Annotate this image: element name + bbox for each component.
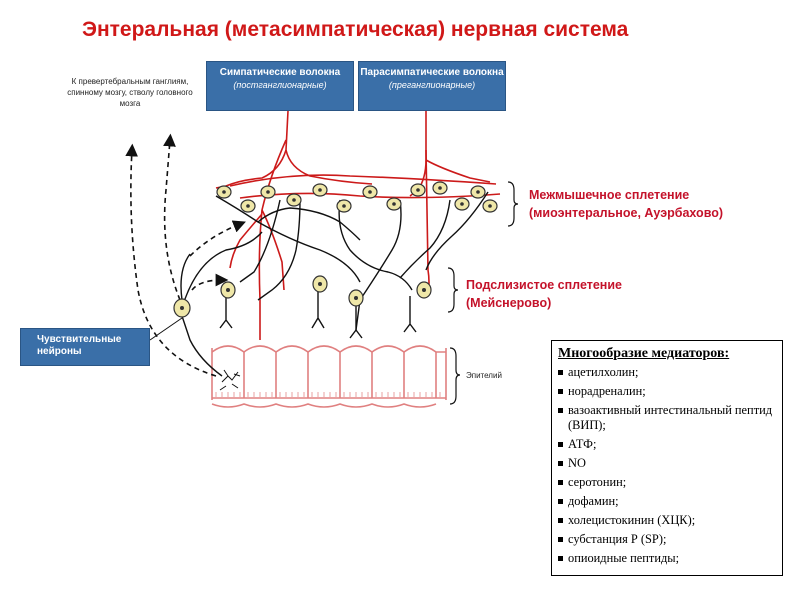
myenteric-plexus-line2: (миоэнтеральное, Ауэрбахово) bbox=[529, 206, 724, 220]
mediator-item: холецистокинин (ХЦК); bbox=[558, 513, 776, 528]
sympathetic-fibers-title: Симпатические волокна bbox=[219, 67, 341, 78]
epithelium-label: Эпителий bbox=[466, 371, 502, 380]
afferent-path-outer bbox=[125, 143, 217, 377]
parasympathetic-fibers-box: Парасимпатические волокна (преганглионар… bbox=[358, 61, 506, 111]
mediator-item: ацетилхолин; bbox=[558, 365, 776, 380]
mediators-title: Многообразие медиаторов: bbox=[558, 346, 730, 361]
mediator-item: NO bbox=[558, 456, 776, 471]
sensory-neurons-box: Чувствительные нейроны bbox=[20, 328, 150, 366]
parasympathetic-fibers-subtitle: (преганглионарные) bbox=[388, 80, 476, 90]
submucosal-nuclei bbox=[180, 282, 426, 310]
afferent-target-note: К превертебральным ганглиям, спинному мо… bbox=[67, 77, 193, 108]
mediator-item: АТФ; bbox=[558, 437, 776, 452]
mediators-list: ацетилхолин; норадреналин; вазоактивный … bbox=[558, 365, 776, 566]
neuron-network bbox=[180, 191, 489, 377]
submucosal-neurons bbox=[173, 275, 432, 318]
submucosal-bracket bbox=[447, 267, 459, 313]
myenteric-plexus-line1: Межмышечное сплетение bbox=[529, 188, 690, 202]
afferent-path-inner bbox=[163, 133, 181, 301]
myenteric-nuclei bbox=[222, 186, 492, 208]
submucosal-plexus-line2: (Мейснерово) bbox=[466, 296, 552, 310]
page-title: Энтеральная (метасимпатическая) нервная … bbox=[82, 18, 629, 41]
myenteric-plexus-label: Межмышечное сплетение (миоэнтеральное, А… bbox=[529, 186, 723, 222]
mediator-item: дофамин; bbox=[558, 494, 776, 509]
mediator-item: опиоидные пептиды; bbox=[558, 551, 776, 566]
mediator-item: серотонин; bbox=[558, 475, 776, 490]
epithelium-cell-marks bbox=[215, 392, 441, 398]
submucosal-plexus-label: Подслизистое сплетение (Мейснерово) bbox=[466, 276, 622, 312]
sensory-to-myenteric-path bbox=[189, 220, 246, 257]
myenteric-bracket bbox=[507, 181, 519, 227]
sympathetic-fibers-subtitle: (постганглионарные) bbox=[233, 80, 327, 90]
mediators-box: Многообразие медиаторов: ацетилхолин; но… bbox=[551, 340, 783, 576]
sensory-to-submucosal-path bbox=[191, 273, 229, 291]
afferent-pathways bbox=[125, 133, 246, 377]
epithelium-bracket bbox=[449, 347, 461, 405]
sympathetic-fibers-box: Симпатические волокна (постганглионарные… bbox=[206, 61, 354, 111]
mediator-item: вазоактивный интестинальный пептид (ВИП)… bbox=[558, 403, 776, 434]
submucosal-plexus-line1: Подслизистое сплетение bbox=[466, 278, 622, 292]
mediator-item: субстанция Р (SP); bbox=[558, 532, 776, 547]
epithelium bbox=[211, 345, 447, 408]
mediator-item: норадреналин; bbox=[558, 384, 776, 399]
sensory-label-pointer bbox=[149, 317, 183, 341]
sensory-neurons-label: Чувствительные нейроны bbox=[37, 334, 122, 357]
sensory-endings bbox=[219, 369, 241, 391]
parasympathetic-fibers-title: Парасимпатические волокна bbox=[360, 67, 504, 78]
